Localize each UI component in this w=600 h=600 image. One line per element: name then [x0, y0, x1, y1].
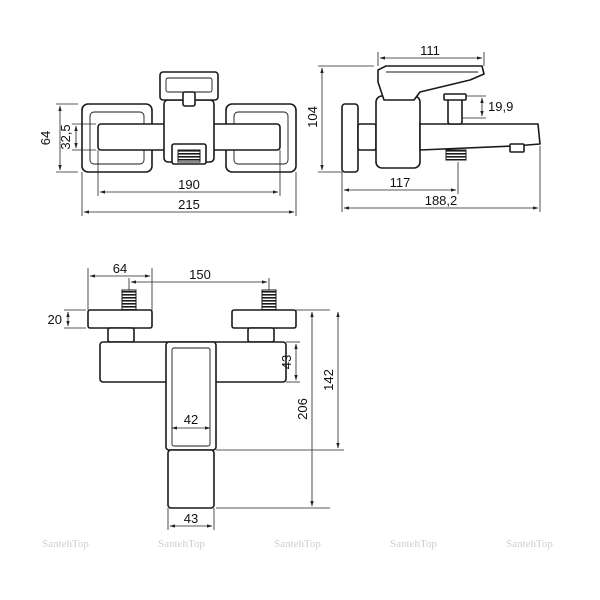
dim-20-top: 20 [48, 312, 62, 327]
top-handle [167, 449, 215, 509]
watermark: SantehTop [390, 538, 437, 550]
side-body [375, 95, 421, 169]
dim-32-5-front: 32,5 [58, 124, 73, 149]
side-aerator [445, 149, 467, 161]
watermark: SantehTop [274, 538, 321, 550]
side-diverter-cap [443, 93, 467, 101]
right-nut [247, 327, 275, 343]
side-view: 111 104 19,9 117 188,2 [305, 43, 541, 212]
dim-43-side-top: 43 [279, 355, 294, 369]
wall-rosette [341, 103, 359, 173]
dim-190-front: 190 [178, 177, 200, 192]
side-diverter [447, 97, 463, 125]
left-eccentric-thread [121, 289, 137, 311]
top-spout [165, 341, 217, 451]
watermark: SantehTop [42, 538, 89, 550]
watermark: SantehTop [506, 538, 553, 550]
dim-142-top: 142 [321, 369, 336, 391]
dim-104-side: 104 [305, 106, 320, 128]
right-wall-plate [231, 309, 297, 329]
top-spout-inner [171, 347, 211, 447]
dim-206-top: 206 [295, 398, 310, 420]
dim-19-9-side: 19,9 [488, 99, 513, 114]
dim-111-side: 111 [420, 43, 440, 58]
dim-42-top: 42 [184, 412, 198, 427]
right-eccentric-thread [261, 289, 277, 311]
aerator [177, 149, 201, 163]
left-nut [107, 327, 135, 343]
side-lever [377, 65, 485, 101]
dim-64-top: 64 [113, 261, 127, 276]
top-view: 64 150 20 43 206 142 42 43 [48, 261, 344, 530]
dim-117-side: 117 [390, 175, 411, 190]
dim-188-2-side: 188,2 [425, 193, 458, 208]
spout-tip [509, 143, 525, 153]
dim-150-top: 150 [189, 267, 211, 282]
front-view: 64 32,5 190 215 [38, 71, 297, 216]
watermark-row: SantehTop SantehTop SantehTop SantehTop … [42, 538, 553, 550]
diverter-knob [182, 91, 196, 107]
watermark: SantehTop [158, 538, 205, 550]
dim-215-front: 215 [178, 197, 200, 212]
left-wall-plate [87, 309, 153, 329]
wall-nut [357, 123, 377, 151]
dim-43-bottom-top: 43 [184, 511, 198, 526]
dim-64-front: 64 [38, 131, 53, 145]
